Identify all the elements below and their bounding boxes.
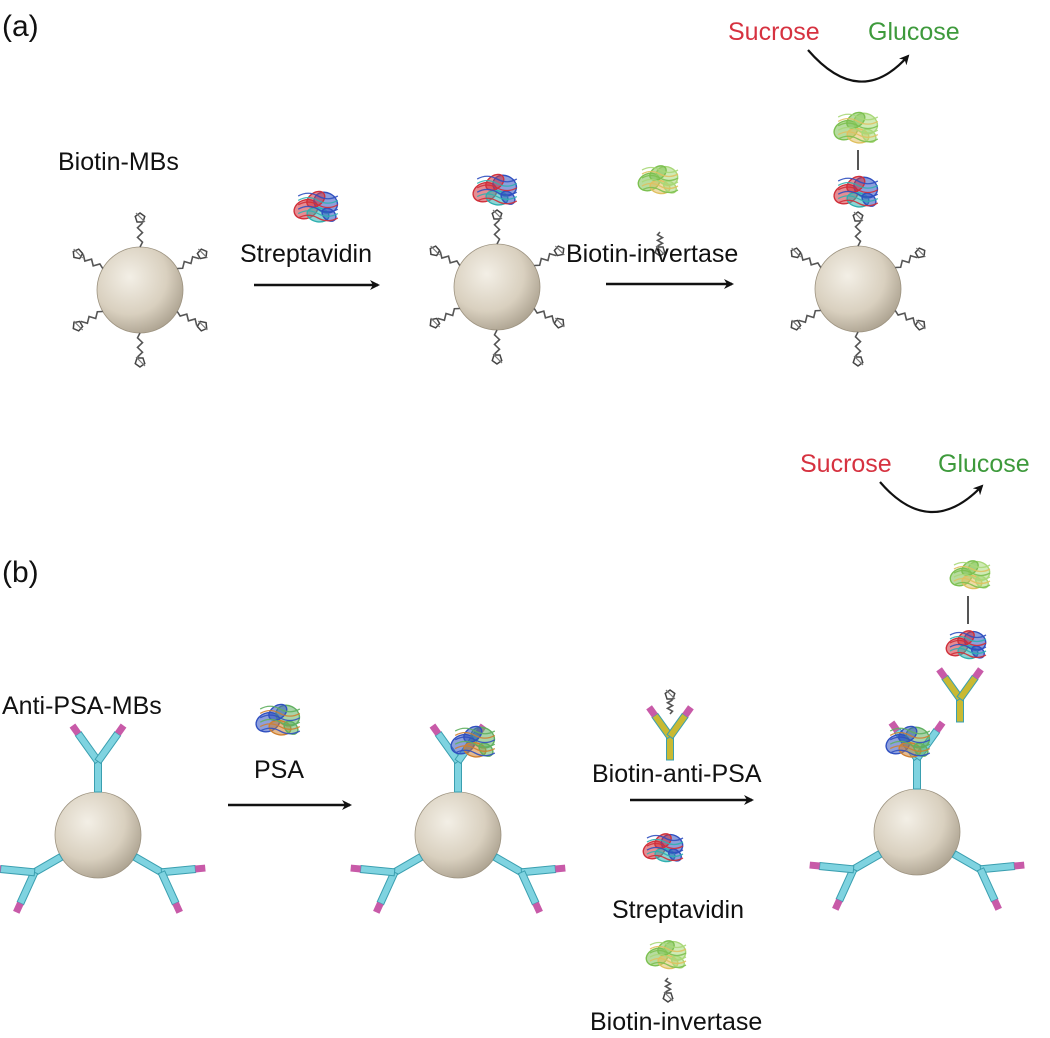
glucose-label-a: Glucose [868, 18, 960, 46]
biotin-linker-icon [662, 977, 674, 1003]
biotin-linker-icon [72, 248, 104, 269]
biotin-linker-icon [790, 309, 821, 331]
biotin-linker-icon [534, 245, 565, 267]
biotin-linker-icon [491, 329, 503, 365]
biotin-linker-icon [894, 310, 926, 331]
antibody-icon [809, 850, 883, 911]
magnetic-bead [453, 243, 541, 331]
biotin-invertase-label-a: Biotin-invertase [566, 240, 739, 268]
biotin-linker-icon [177, 248, 208, 270]
magnetic-bead [96, 246, 184, 334]
panel-b-tag: (b) [2, 556, 39, 589]
biotin-linker-icon [134, 212, 146, 248]
biotin-mbs-label: Biotin-MBs [58, 148, 179, 176]
biotin-linker-icon [72, 310, 103, 332]
biotin-invertase-label-b: Biotin-invertase [590, 1008, 763, 1036]
sucrose-label-a: Sucrose [728, 18, 820, 46]
biotin-anti-psa-label: Biotin-anti-PSA [592, 760, 762, 788]
biotin-linker-icon [852, 331, 864, 367]
biotin-linker-icon [790, 247, 822, 268]
bound-psa-icon [450, 725, 496, 758]
biotin-linker-icon [429, 307, 460, 329]
streptavidin-protein-icon [293, 190, 339, 223]
biotin-linker-icon [176, 311, 208, 332]
sucrose-label-b: Sucrose [800, 450, 892, 478]
psa-label: PSA [254, 756, 305, 784]
bound-streptavidin-icon [472, 173, 518, 206]
anti-psa-mbs-label: Anti-PSA-MBs [2, 692, 162, 720]
biotin-linker-icon [429, 245, 461, 266]
psa-antigen-icon [255, 703, 301, 736]
streptavidin-protein-icon [642, 833, 684, 863]
curved-arrow-icon [879, 481, 984, 514]
biotin-linker-icon [134, 332, 146, 368]
glucose-label-b: Glucose [938, 450, 1030, 478]
magnetic-bead [54, 791, 142, 879]
biotin-linker-icon [491, 209, 503, 245]
bound-streptavidin-icon [833, 175, 879, 208]
antibody-icon [492, 853, 566, 914]
bound-invertase-icon [833, 111, 879, 144]
streptavidin-label-a: Streptavidin [240, 240, 373, 268]
biotin-linker-icon [654, 231, 666, 257]
invertase-enzyme-icon [645, 940, 687, 970]
magnetic-bead [814, 245, 902, 333]
biotin-linker-icon [664, 689, 676, 715]
magnetic-bead [414, 791, 502, 879]
secondary-antibody-icon [646, 705, 694, 761]
bound-streptavidin-icon [945, 630, 987, 660]
antibody-icon [69, 723, 127, 793]
invertase-enzyme-icon [637, 165, 679, 195]
antibody-icon [0, 853, 64, 914]
panel-a-tag: (a) [2, 10, 39, 43]
antibody-icon [350, 853, 424, 914]
antibody-icon [951, 850, 1025, 911]
bound-secondary-antibody-icon [936, 667, 984, 723]
biotin-linker-icon [895, 247, 926, 269]
antibody-icon [132, 853, 206, 914]
streptavidin-label-b: Streptavidin [612, 896, 745, 924]
bound-psa-icon [885, 725, 931, 758]
biotin-linker-icon [533, 308, 565, 329]
magnetic-bead [873, 788, 961, 876]
bound-invertase-icon [949, 560, 991, 590]
biotin-linker-icon [852, 211, 864, 247]
curved-arrow-icon [807, 49, 910, 83]
